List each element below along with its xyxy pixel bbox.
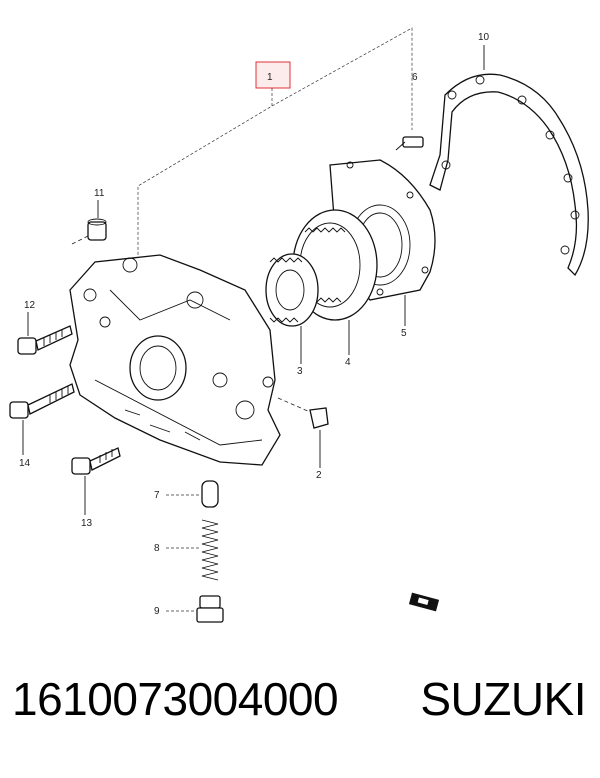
exploded-parts-diagram: 1 10 6 5 4	[9, 27, 589, 623]
dowel-part-11	[71, 218, 107, 245]
callout-4: 4	[345, 357, 351, 368]
callout-9: 9	[154, 606, 160, 617]
screw-part-6	[395, 136, 424, 151]
callout-8: 8	[154, 543, 160, 554]
bolt-part-13	[71, 447, 121, 475]
bolt-part-12	[17, 325, 73, 355]
callout-6: 6	[412, 72, 418, 83]
callout-1: 1	[267, 72, 273, 83]
plug-bolt-part-9	[196, 595, 224, 623]
bolt-part-14	[9, 383, 75, 419]
callout-5: 5	[401, 328, 407, 339]
callout-13: 13	[81, 518, 93, 529]
callout-11: 11	[94, 188, 105, 199]
inner-rotor-part-3	[265, 253, 319, 327]
callout-2: 2	[316, 470, 322, 481]
spring-part-8	[201, 519, 219, 581]
brand-name: SUZUKI	[420, 673, 586, 725]
footer: 1610073004000 SUZUKI	[0, 672, 600, 752]
catalog-mark-icon	[408, 592, 440, 612]
oil-pump-housing	[69, 254, 281, 466]
plunger-part-7	[201, 480, 219, 508]
callout-10: 10	[478, 32, 490, 43]
plug-part-2	[277, 397, 329, 429]
callout-7: 7	[154, 490, 160, 501]
callout-1-highlight-box[interactable]	[255, 61, 291, 89]
callout-12: 12	[24, 300, 36, 311]
callout-3: 3	[297, 366, 303, 377]
callout-14: 14	[19, 458, 31, 469]
leader-top	[271, 27, 413, 130]
gasket-part-10	[429, 73, 589, 277]
part-number: 1610073004000	[12, 673, 339, 725]
leader-1	[137, 88, 273, 255]
